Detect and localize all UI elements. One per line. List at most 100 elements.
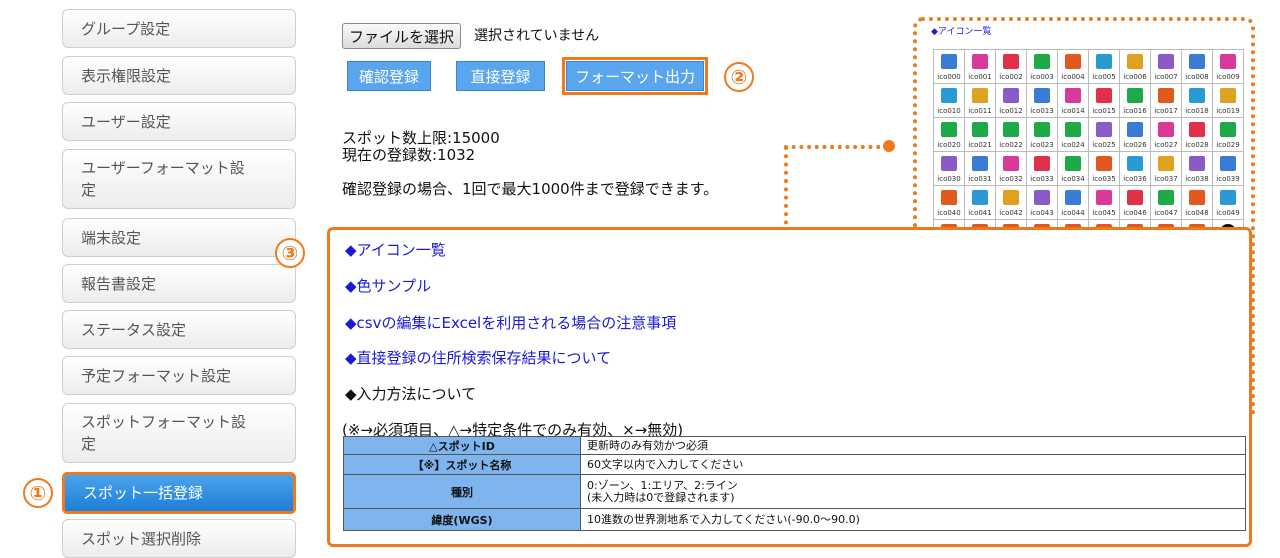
sidebar-item-label: 表示権限設定: [81, 66, 172, 85]
spot-marker-icon: [972, 88, 988, 103]
icon-code-label: ico034: [1061, 175, 1085, 183]
icon-code-label: ico006: [1123, 73, 1147, 81]
icon-code-label: ico019: [1216, 107, 1240, 115]
sidebar-item-group-settings[interactable]: グループ設定: [62, 9, 296, 48]
address-search-link[interactable]: ◆直接登録の住所検索保存結果について: [345, 349, 612, 367]
sidebar-item-spot-format[interactable]: スポットフォーマット設定: [62, 403, 296, 463]
sidebar-item-display-permission[interactable]: 表示権限設定: [62, 56, 296, 95]
icon-cell: ico010: [934, 84, 965, 118]
icon-code-label: ico024: [1061, 141, 1085, 149]
spot-marker-icon: [1003, 156, 1019, 171]
spot-marker-icon: [1158, 190, 1174, 205]
sidebar-item-report-settings[interactable]: 報告書設定: [62, 264, 296, 303]
icon-code-label: ico041: [968, 209, 992, 217]
icon-cell: ico024: [1058, 118, 1089, 152]
spot-marker-icon: [1189, 190, 1205, 205]
spot-marker-icon: [1220, 122, 1236, 137]
spot-marker-icon: [1003, 190, 1019, 205]
sidebar-item-spot-select-delete[interactable]: スポット選択削除: [62, 519, 296, 558]
icon-code-label: ico027: [1154, 141, 1178, 149]
spot-marker-icon: [1220, 54, 1236, 69]
spot-marker-icon: [1127, 88, 1143, 103]
icon-cell: ico016: [1120, 84, 1151, 118]
spot-marker-icon: [1096, 88, 1112, 103]
sidebar-item-spot-bulk-register[interactable]: スポット一括登録: [62, 472, 296, 514]
spot-marker-icon: [1189, 54, 1205, 69]
icon-code-label: ico017: [1154, 107, 1178, 115]
sidebar-item-user-settings[interactable]: ユーザー設定: [62, 102, 296, 141]
icon-code-label: ico026: [1123, 141, 1147, 149]
sidebar-item-schedule-format[interactable]: 予定フォーマット設定: [62, 356, 296, 395]
sidebar-item-label: ステータス設定: [81, 320, 187, 339]
spot-marker-icon: [1127, 190, 1143, 205]
icon-cell: ico038: [1182, 152, 1213, 186]
icon-cell: ico006: [1120, 50, 1151, 84]
spot-marker-icon: [1127, 54, 1143, 69]
excel-notes-link[interactable]: ◆csvの編集にExcelを利用される場合の注意事項: [345, 314, 677, 332]
icon-code-label: ico049: [1216, 209, 1240, 217]
step-marker-2: ②: [724, 62, 754, 92]
spot-marker-icon: [1034, 122, 1050, 137]
icon-cell: ico040: [934, 186, 965, 220]
icon-cell: ico003: [1027, 50, 1058, 84]
spot-marker-icon: [1127, 156, 1143, 171]
icon-code-label: ico033: [1030, 175, 1054, 183]
spot-marker-icon: [941, 190, 957, 205]
spot-marker-icon: [1003, 88, 1019, 103]
format-output-button[interactable]: フォーマット出力: [562, 57, 708, 95]
icon-code-label: ico007: [1154, 73, 1178, 81]
spot-marker-icon: [1158, 54, 1174, 69]
direct-register-button[interactable]: 直接登録: [456, 61, 545, 91]
color-sample-link[interactable]: ◆色サンプル: [345, 277, 432, 295]
spot-marker-icon: [1065, 156, 1081, 171]
icon-code-label: ico036: [1123, 175, 1147, 183]
spot-marker-icon: [1096, 190, 1112, 205]
icon-code-label: ico032: [999, 175, 1023, 183]
file-select-button[interactable]: ファイルを選択: [342, 23, 462, 49]
spot-marker-icon: [1189, 122, 1205, 137]
spot-marker-icon: [941, 122, 957, 137]
icon-code-label: ico021: [968, 141, 992, 149]
field-legend: (※→必須項目、△→特定条件でのみ有効、×→無効): [342, 421, 684, 439]
icon-code-label: ico010: [937, 107, 961, 115]
icon-code-label: ico005: [1092, 73, 1116, 81]
icon-list-link[interactable]: ◆アイコン一覧: [345, 241, 446, 259]
icon-cell: ico020: [934, 118, 965, 152]
icon-cell: ico039: [1213, 152, 1244, 186]
icon-cell: ico026: [1120, 118, 1151, 152]
icon-cell: ico001: [965, 50, 996, 84]
spot-marker-icon: [1034, 88, 1050, 103]
sidebar-item-device-settings[interactable]: 端末設定: [62, 218, 296, 257]
icon-cell: ico004: [1058, 50, 1089, 84]
spot-marker-icon: [941, 54, 957, 69]
icon-cell: ico013: [1027, 84, 1058, 118]
icon-code-label: ico008: [1185, 73, 1209, 81]
icon-code-label: ico047: [1154, 209, 1178, 217]
icon-cell: ico030: [934, 152, 965, 186]
icon-code-label: ico046: [1123, 209, 1147, 217]
icon-code-label: ico011: [968, 107, 992, 115]
field-name: △スポットID: [343, 436, 581, 455]
spot-marker-icon: [972, 156, 988, 171]
field-description: 60文字以内で入力してください: [580, 454, 1246, 475]
icon-cell: ico031: [965, 152, 996, 186]
sidebar-item-user-format[interactable]: ユーザーフォーマット設定: [62, 149, 296, 209]
sidebar-item-label: ユーザー設定: [81, 112, 171, 131]
icon-code-label: ico009: [1216, 73, 1240, 81]
confirm-register-button[interactable]: 確認登録: [347, 61, 431, 91]
icon-cell: ico028: [1182, 118, 1213, 152]
icon-cell: ico005: [1089, 50, 1120, 84]
spot-marker-icon: [1003, 54, 1019, 69]
sidebar-item-label: 報告書設定: [81, 274, 157, 293]
icon-code-label: ico003: [1030, 73, 1054, 81]
icon-cell: ico012: [996, 84, 1027, 118]
icon-code-label: ico043: [1030, 209, 1054, 217]
icon-cell: ico018: [1182, 84, 1213, 118]
icon-code-label: ico002: [999, 73, 1023, 81]
icon-code-label: ico001: [968, 73, 992, 81]
spot-marker-icon: [1096, 122, 1112, 137]
spot-marker-icon: [941, 88, 957, 103]
spot-marker-icon: [1220, 88, 1236, 103]
sidebar-item-status-settings[interactable]: ステータス設定: [62, 310, 296, 349]
icon-cell: ico045: [1089, 186, 1120, 220]
